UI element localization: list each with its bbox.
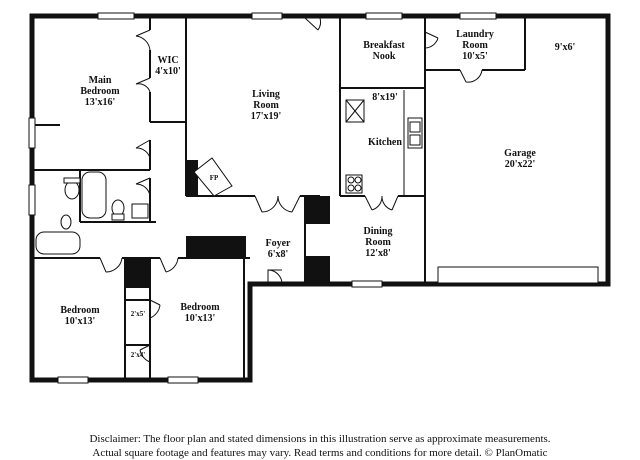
room-name: Bedroom [180, 302, 220, 313]
room-label-laundry-room: Laundry Room 10'x5' [436, 29, 514, 62]
room-name: Bedroom [60, 305, 100, 316]
wall-blocks [125, 160, 330, 288]
disclaimer: Disclaimer: The floor plan and stated di… [0, 432, 640, 460]
room-name: Dining Room [363, 226, 393, 248]
room-label-kitchen: Kitchen [360, 137, 410, 148]
room-name: WIC [157, 55, 179, 66]
bathroom-fixtures [35, 171, 149, 255]
room-label-closet-upper: 2'x5' [126, 310, 150, 318]
room-name: Breakfast Nook [363, 40, 405, 62]
room-name: Foyer [265, 238, 291, 249]
room-label-living-room: Living Room 17'x19' [226, 89, 306, 122]
disclaimer-line-1: Disclaimer: The floor plan and stated di… [89, 433, 551, 445]
room-name: Laundry Room [456, 29, 494, 51]
kitchen-fixtures [345, 90, 423, 196]
disclaimer-line-2: Actual square footage and features may v… [92, 447, 548, 459]
windows [28, 12, 599, 384]
room-dimensions-breakfast-nook: 8'x19' [360, 92, 410, 103]
room-dimensions: 10'x13' [64, 316, 96, 327]
room-label-garage-nook: 9'x6' [540, 42, 590, 53]
room-dimensions: 2'x5' [130, 310, 146, 318]
room-dimensions: 17'x19' [250, 111, 282, 122]
room-label-closet-lower: 2'x4' [126, 351, 150, 359]
room-dimensions: 4'x10' [155, 66, 181, 77]
room-label-breakfast-nook: Breakfast Nook [344, 40, 424, 62]
room-name: Kitchen [368, 137, 402, 148]
room-label-bedroom-left: Bedroom 10'x13' [40, 305, 120, 327]
room-dimensions: 8'x19' [372, 92, 398, 103]
room-name: Garage [504, 148, 536, 159]
room-dimensions: 9'x6' [554, 42, 576, 53]
room-name: Main Bedroom [80, 75, 120, 97]
room-label-garage: Garage 20'x22' [480, 148, 560, 170]
fireplace-text: FP [209, 174, 219, 182]
fireplace-label: FP [206, 173, 222, 184]
room-label-dining-room: Dining Room 12'x8' [340, 226, 416, 259]
room-label-main-bedroom: Main Bedroom 13'x16' [60, 75, 140, 108]
floor-plan [28, 12, 611, 384]
room-dimensions: 10'x13' [184, 313, 216, 324]
room-label-foyer: Foyer 6'x8' [258, 238, 298, 260]
room-dimensions: 20'x22' [504, 159, 536, 170]
room-label-wic: WIC 4'x10' [150, 55, 186, 77]
room-dimensions: 2'x4' [130, 351, 146, 359]
doors [99, 17, 483, 363]
room-dimensions: 6'x8' [267, 249, 289, 260]
room-dimensions: 13'x16' [84, 97, 116, 108]
room-dimensions: 10'x5' [462, 51, 488, 62]
room-dimensions: 12'x8' [365, 248, 391, 259]
fireplace-hearth [193, 157, 233, 197]
room-label-bedroom-right: Bedroom 10'x13' [160, 302, 240, 324]
room-name: Living Room [252, 89, 280, 111]
